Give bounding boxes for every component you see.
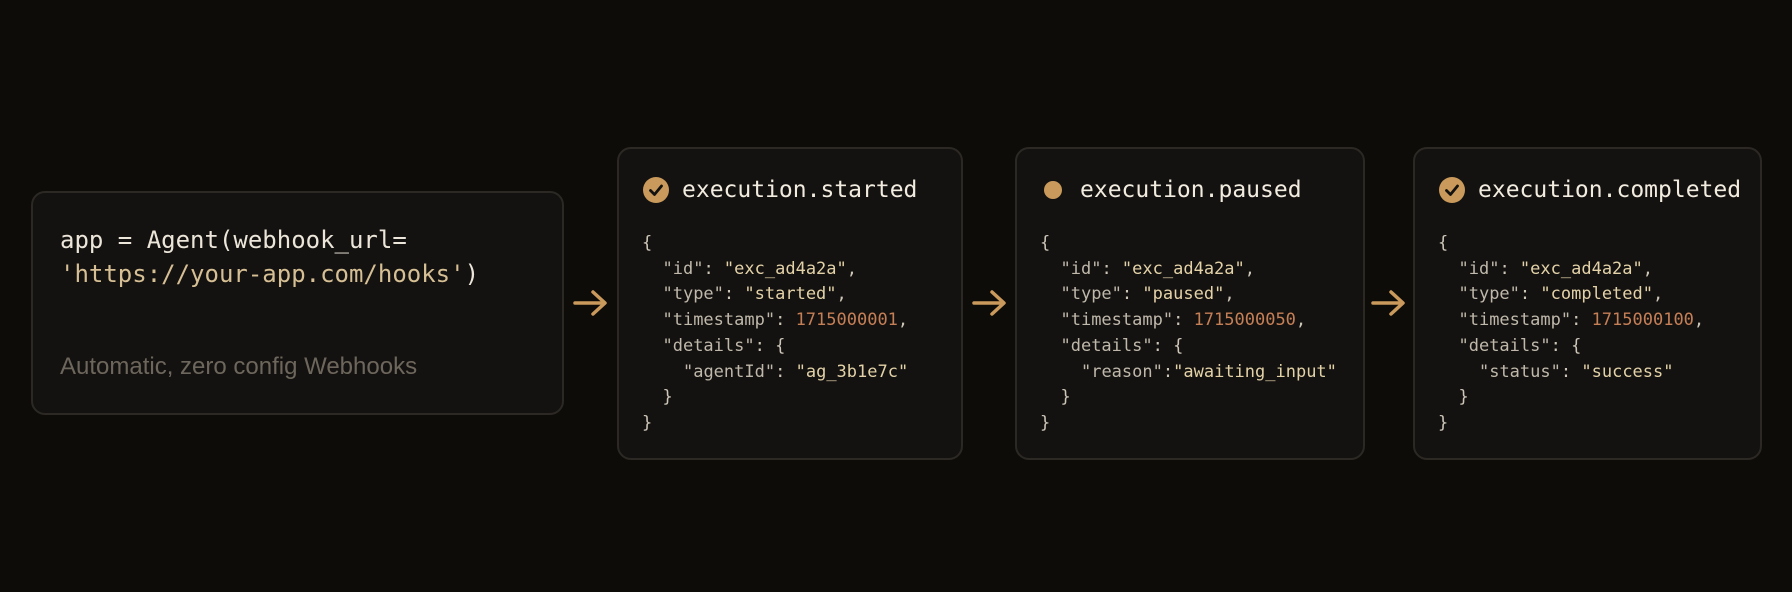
code-line-url: 'https://your-app.com/hooks')	[60, 257, 479, 291]
check-circle-icon	[643, 177, 669, 203]
event-header: execution.paused	[1040, 174, 1302, 206]
payload-id: exc_ad4a2a	[734, 258, 837, 279]
code-card: app = Agent(webhook_url= 'https://your-a…	[31, 191, 564, 415]
payload-type: completed	[1550, 284, 1643, 305]
event-title: execution.paused	[1080, 177, 1302, 203]
payload-type: paused	[1152, 284, 1215, 305]
payload-detail-value: success	[1591, 361, 1664, 382]
payload-detail-value: ag_3b1e7c	[805, 361, 898, 382]
payload-timestamp: 1715000100	[1591, 310, 1694, 331]
payload-detail-value: awaiting_input	[1183, 361, 1327, 382]
event-card-started: execution.started { "id": "exc_ad4a2a", …	[617, 147, 963, 460]
payload-detail-key: agentId	[693, 361, 765, 382]
code-card-caption: Automatic, zero config Webhooks	[60, 353, 418, 380]
event-payload: { "id": "exc_ad4a2a", "type": "started",…	[642, 233, 909, 433]
event-title: execution.completed	[1478, 177, 1742, 203]
payload-id: exc_ad4a2a	[1530, 258, 1633, 279]
arrow-right-icon	[970, 287, 1010, 319]
event-card-completed: execution.completed { "id": "exc_ad4a2a"…	[1413, 147, 1762, 460]
arrow-right-icon	[1369, 287, 1409, 319]
event-title: execution.started	[682, 177, 918, 203]
payload-detail-key: status	[1489, 361, 1551, 382]
webhook-url-string: 'https://your-app.com/hooks'	[60, 260, 465, 288]
event-header: execution.completed	[1438, 174, 1741, 206]
payload-timestamp: 1715000001	[795, 310, 898, 331]
payload-type: started	[754, 284, 827, 305]
event-card-paused: execution.paused { "id": "exc_ad4a2a", "…	[1015, 147, 1365, 460]
arrow-right-icon	[571, 287, 611, 319]
check-circle-icon	[1439, 177, 1465, 203]
payload-detail-key: reason	[1091, 361, 1153, 382]
code-close-paren: )	[464, 260, 480, 288]
event-payload: { "id": "exc_ad4a2a", "type": "paused", …	[1040, 233, 1337, 433]
code-line-agent: app = Agent(webhook_url=	[60, 226, 407, 254]
event-header: execution.started	[642, 174, 917, 206]
payload-id: exc_ad4a2a	[1132, 258, 1235, 279]
dot-icon	[1044, 181, 1062, 199]
payload-timestamp: 1715000050	[1193, 310, 1296, 331]
event-payload: { "id": "exc_ad4a2a", "type": "completed…	[1438, 233, 1705, 433]
